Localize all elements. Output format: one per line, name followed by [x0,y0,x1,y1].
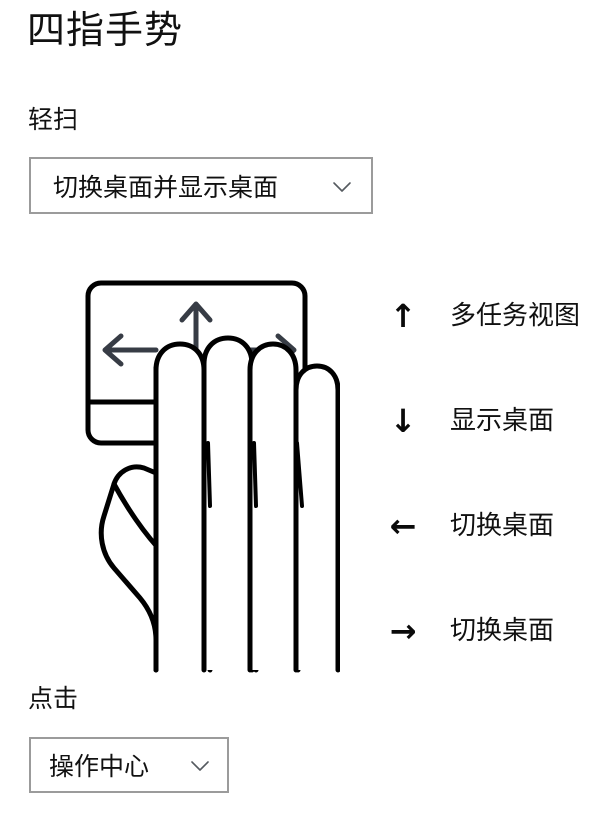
fingers [153,335,340,673]
legend-row: → 切换桌面 [380,605,616,657]
page-title: 四指手势 [27,10,184,52]
four-finger-touchpad-gesture-diagram [60,268,340,680]
legend-row: ← 切换桌面 [380,500,616,552]
legend-row: ↓ 显示桌面 [380,395,616,447]
legend-row-label: 显示桌面 [450,405,555,436]
right-arrow-icon: → [389,612,417,650]
legend-row: ↑ 多任务视图 [380,290,616,342]
tap-action-dropdown-value: 操作中心 [49,753,150,781]
finger-separation-lines [206,441,304,508]
tap-section-label: 点击 [28,685,79,713]
chevron-down-icon [333,181,351,192]
swipe-action-dropdown-value: 切换桌面并显示桌面 [53,173,279,202]
gesture-legend: ↑ 多任务视图 ↓ 显示桌面 ← 切换桌面 → 切换桌面 [380,290,616,657]
legend-row-label: 切换桌面 [450,510,555,541]
down-arrow-icon: ↓ [389,402,417,440]
tap-action-dropdown[interactable]: 操作中心 [29,737,229,793]
legend-row-label: 多任务视图 [450,300,581,331]
chevron-down-icon [191,761,209,771]
swipe-action-dropdown[interactable]: 切换桌面并显示桌面 [29,157,373,214]
up-arrow-icon: ↑ [389,297,417,335]
left-arrow-icon: ← [389,507,417,545]
swipe-section-label: 轻扫 [28,106,79,134]
legend-row-label: 切换桌面 [450,615,555,646]
